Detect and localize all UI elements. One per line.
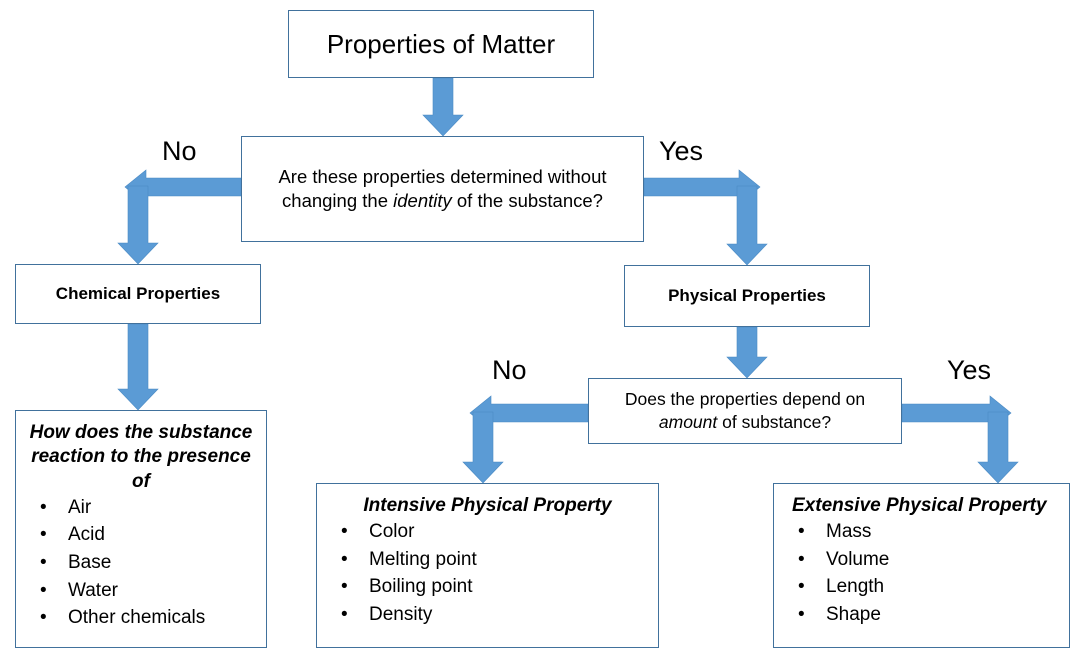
intensive-heading: Intensive Physical Property [363,495,612,516]
node-physical-label: Physical Properties [668,285,826,305]
list-item-label: Shape [826,603,881,625]
bullet-icon: • [40,552,47,574]
box-extensive-physical-property[interactable]: Extensive Physical Property • Mass • Volum… [773,483,1070,648]
list-item: • Length [786,573,1057,601]
list-item: • Volume [786,546,1057,574]
q2-emphasis: amount [658,412,718,432]
node-question-identity[interactable]: Are these properties determined without … [241,136,644,242]
list-item-label: Boiling point [369,576,473,598]
list-item-label: Length [826,576,885,598]
chemical-detail-heading: How does the substance reaction to the p… [29,422,253,492]
connector-chemical-to-detail-icon [117,323,159,411]
bullet-icon: • [40,579,47,601]
bullet-icon: • [40,496,47,518]
node-physical-properties[interactable]: Physical Properties [624,265,870,327]
list-item: • Water [28,577,254,605]
branch-label-question-2-yes: Yes [947,355,992,385]
list-item-label: Mass [826,521,872,543]
connector-question-1-no-down-icon [117,185,159,265]
list-item: • Density [329,601,646,629]
q2-text-part-1: Does the properties depend on [624,388,866,409]
q1-text-part-1: Are these properties determined without … [278,165,607,211]
bullet-icon: • [798,521,805,543]
list-item-label: Water [68,579,118,601]
list-item: • Acid [28,521,254,549]
node-question-1-label: Are these properties determined without … [256,165,629,214]
connector-question-1-yes-down-icon [726,185,768,266]
list-item-label: Base [68,552,112,574]
list-item: • Melting point [329,546,646,574]
list-item: • Mass [786,518,1057,546]
node-root-label: Properties of Matter [326,28,556,59]
extensive-heading: Extensive Physical Property [792,495,1047,516]
q1-text-part-2: of the substance? [451,190,603,211]
list-item-label: Air [68,496,92,518]
list-item-label: Other chemicals [68,607,206,629]
list-item: • Boiling point [329,573,646,601]
node-chemical-label: Chemical Properties [55,283,221,303]
intensive-list: • Color • Melting point • Boiling point • De… [329,518,646,628]
chemical-detail-list: • Air • Acid • Base • Water • Other chemicals [28,494,254,632]
box-intensive-physical-property[interactable]: Intensive Physical Property • Color • Melt… [316,483,659,648]
list-item-label: Color [369,521,415,543]
connector-question-1-no-elbow-icon [124,169,242,205]
branch-label-question-2-no: No [492,355,527,385]
bullet-icon: • [798,548,805,570]
branch-label-question-1-no: No [162,136,197,166]
list-item-label: Volume [826,548,890,570]
list-item: • Shape [786,601,1057,629]
bullet-icon: • [341,548,348,570]
q2-text-part-2: of substance? [717,412,832,432]
list-item-label: Melting point [369,548,477,570]
bullet-icon: • [798,576,805,598]
bullet-icon: • [341,603,348,625]
connector-question-2-yes-down-icon [977,411,1019,484]
bullet-icon: • [341,521,348,543]
box-chemical-properties-detail[interactable]: How does the substance reaction to the p… [15,410,267,648]
connector-physical-to-question-2-icon [726,326,768,379]
list-item-label: Acid [68,524,105,546]
list-item: • Other chemicals [28,604,254,632]
list-item: • Color [329,518,646,546]
connector-question-1-yes-elbow-icon [643,169,761,205]
connector-question-2-yes-elbow-icon [901,395,1012,431]
q1-emphasis: identity [393,190,452,211]
bullet-icon: • [798,603,805,625]
node-question-2-label: Does the properties depend on amount of … [599,388,891,434]
node-chemical-properties[interactable]: Chemical Properties [15,264,261,324]
bullet-icon: • [341,576,348,598]
extensive-list: • Mass • Volume • Length • Shape [786,518,1057,628]
connector-question-2-no-elbow-icon [469,395,589,431]
list-item-label: Density [369,603,433,625]
node-properties-of-matter[interactable]: Properties of Matter [288,10,594,78]
connector-root-to-question-1-icon [422,77,464,137]
node-question-amount[interactable]: Does the properties depend on amount of … [588,378,902,444]
bullet-icon: • [40,524,47,546]
branch-label-question-1-yes: Yes [659,136,704,166]
bullet-icon: • [40,607,47,629]
connector-question-2-no-down-icon [462,411,504,484]
list-item: • Air [28,494,254,522]
list-item: • Base [28,549,254,577]
